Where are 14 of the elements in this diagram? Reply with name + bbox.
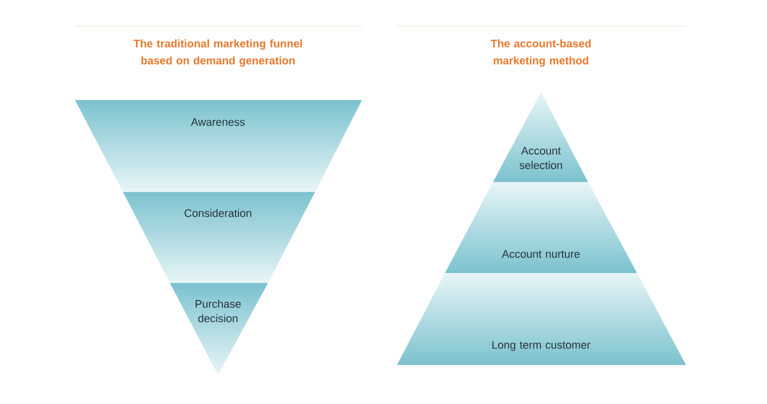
node-label: Long term customer [492, 341, 590, 351]
funnel-band: Consideration [123, 192, 315, 283]
node-label: Account selection [520, 146, 562, 170]
pyramid-band: Account selection [493, 92, 588, 182]
pyramid-band: Long term customer [397, 273, 686, 365]
node-label: Awareness [190, 118, 245, 126]
node-label: Purchase decision [196, 300, 241, 322]
heading: The account-based marketing method [490, 39, 591, 67]
pyramid-band: Account nurture [445, 182, 637, 273]
node-label: Account nurture [502, 250, 580, 258]
heading: The traditional marketing funnel based on demand generation [133, 39, 302, 67]
funnel-band: Awareness [75, 100, 362, 192]
funnel-band: Purchase decision [170, 283, 268, 375]
node-label: Consideration [184, 208, 252, 218]
